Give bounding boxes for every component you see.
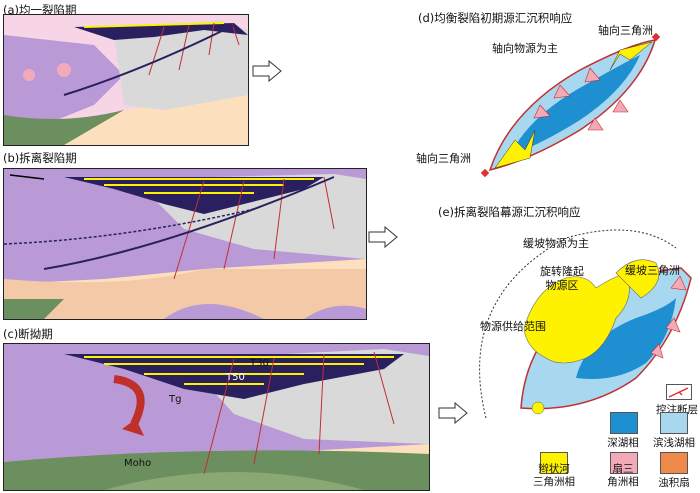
panel-c-section: T30 T50 Tg Moho (3, 343, 430, 491)
source-supply-range-label: 物源供给范围 (480, 320, 546, 333)
legend-label-deep-lake: 深湖相 (607, 437, 639, 449)
panel-a-title: (a)均一裂陷期 (3, 3, 77, 17)
arrow-b-to-e-icon (368, 226, 398, 248)
legend-swatch-braided-delta (540, 452, 568, 474)
panel-d-basin-drawing (480, 32, 661, 178)
arrow-c-icon (438, 402, 468, 424)
legend-swatch-shallow-lake (660, 412, 688, 434)
panel-d-subtitle: 轴向物源为主 (492, 42, 558, 55)
legend-label-turbidite: 浊积扇 (658, 477, 690, 489)
legend-label-braided-delta: 辫状河 三角洲相 (533, 463, 575, 488)
axial-delta-top-label: 轴向三角洲 (598, 24, 653, 37)
axial-delta-bottom-label: 轴向三角洲 (416, 152, 471, 165)
panel-c-title: (c)断拗期 (3, 327, 53, 341)
panel-d-title: (d)均衡裂陷初期源汇沉积响应 (418, 11, 573, 25)
moho-label: Moho (124, 458, 152, 469)
horizon-t30-label: T30 (250, 358, 269, 369)
legend-swatch-turbidite (660, 452, 688, 474)
horizon-tg-label: Tg (169, 394, 182, 405)
panel-c-drawing (4, 344, 429, 490)
fault-legend-icon (666, 384, 692, 400)
rotate-uplift-label: 旋转隆起 物源区 (540, 265, 584, 292)
panel-b-title: (b)拆离裂陷期 (3, 151, 77, 165)
panel-e-title: (e)拆离裂陷幕源汇沉积响应 (438, 205, 581, 219)
arrow-a-to-d-icon (252, 60, 282, 82)
gentle-slope-source-label: 缓坡物源为主 (523, 237, 589, 250)
legend-label-shallow-lake: 滨浅湖相 (653, 437, 695, 449)
panel-e-basin-drawing (479, 229, 692, 419)
legend-swatch-fan-delta (610, 452, 638, 474)
legend-swatch-deep-lake (610, 412, 638, 434)
panel-a-section (3, 14, 249, 146)
panel-a-drawing (4, 15, 248, 145)
horizon-t50-label: T50 (226, 372, 245, 383)
panel-b-drawing (4, 169, 366, 319)
legend-label-fan-delta: 扇三 角洲相 (607, 463, 639, 488)
gentle-slope-delta-label: 缓坡三角洲 (625, 264, 680, 277)
panel-b-section (3, 168, 367, 320)
